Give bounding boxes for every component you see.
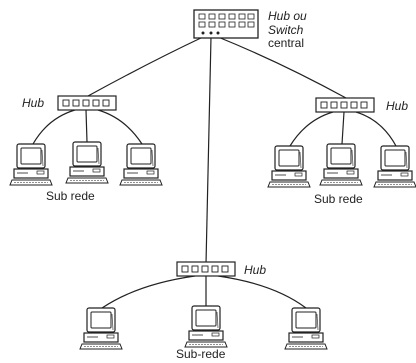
hub-device-icon <box>57 95 117 111</box>
bottom-subnet-label: Sub-rede <box>176 347 226 361</box>
left-hub <box>57 95 117 111</box>
left-subnet-computers <box>9 141 163 186</box>
hub-device-icon <box>176 261 236 277</box>
hub-device-icon <box>315 97 375 113</box>
computer-icon <box>65 141 109 184</box>
cable-central-to-left-hub <box>87 36 204 97</box>
cable-left-hub-pc2 <box>85 109 88 143</box>
cable-bottom-hub-pc1 <box>101 275 196 309</box>
computer-icon <box>267 145 311 188</box>
central-hub-label-line2: Switch <box>268 23 304 37</box>
right-hub-label: Hub <box>386 99 408 113</box>
cable-right-hub-pc1 <box>289 111 334 147</box>
left-subnet-label: Sub rede <box>46 189 95 203</box>
cables <box>32 36 397 309</box>
computer-icon <box>184 305 228 348</box>
central-switch <box>193 9 259 39</box>
cable-left-hub-pc1 <box>32 109 76 145</box>
left-hub-label: Hub <box>22 96 44 110</box>
right-subnet-label: Sub rede <box>314 192 363 206</box>
computer-icon <box>9 143 53 186</box>
cable-right-hub-pc3 <box>355 111 397 147</box>
bottom-subnet-computers <box>79 305 328 350</box>
bottom-hub-label: Hub <box>244 263 266 277</box>
central-hub-label-line3: central <box>268 36 304 50</box>
bottom-hub <box>176 261 236 277</box>
computer-icon <box>373 145 416 188</box>
computer-icon <box>79 307 123 350</box>
cable-left-hub-pc3 <box>97 109 143 145</box>
computer-icon <box>119 143 163 186</box>
right-hub <box>315 97 375 113</box>
computer-icon <box>319 143 363 186</box>
cable-bottom-hub-pc3 <box>217 275 307 309</box>
cable-central-to-right-hub <box>217 36 347 99</box>
cable-right-hub-pc2 <box>341 111 345 145</box>
computer-icon <box>284 307 328 350</box>
right-subnet-computers <box>267 143 416 188</box>
switch-device-icon <box>193 9 259 39</box>
cable-central-to-bottom-hub <box>205 36 212 265</box>
central-hub-label-line1: Hub ou <box>268 9 307 23</box>
